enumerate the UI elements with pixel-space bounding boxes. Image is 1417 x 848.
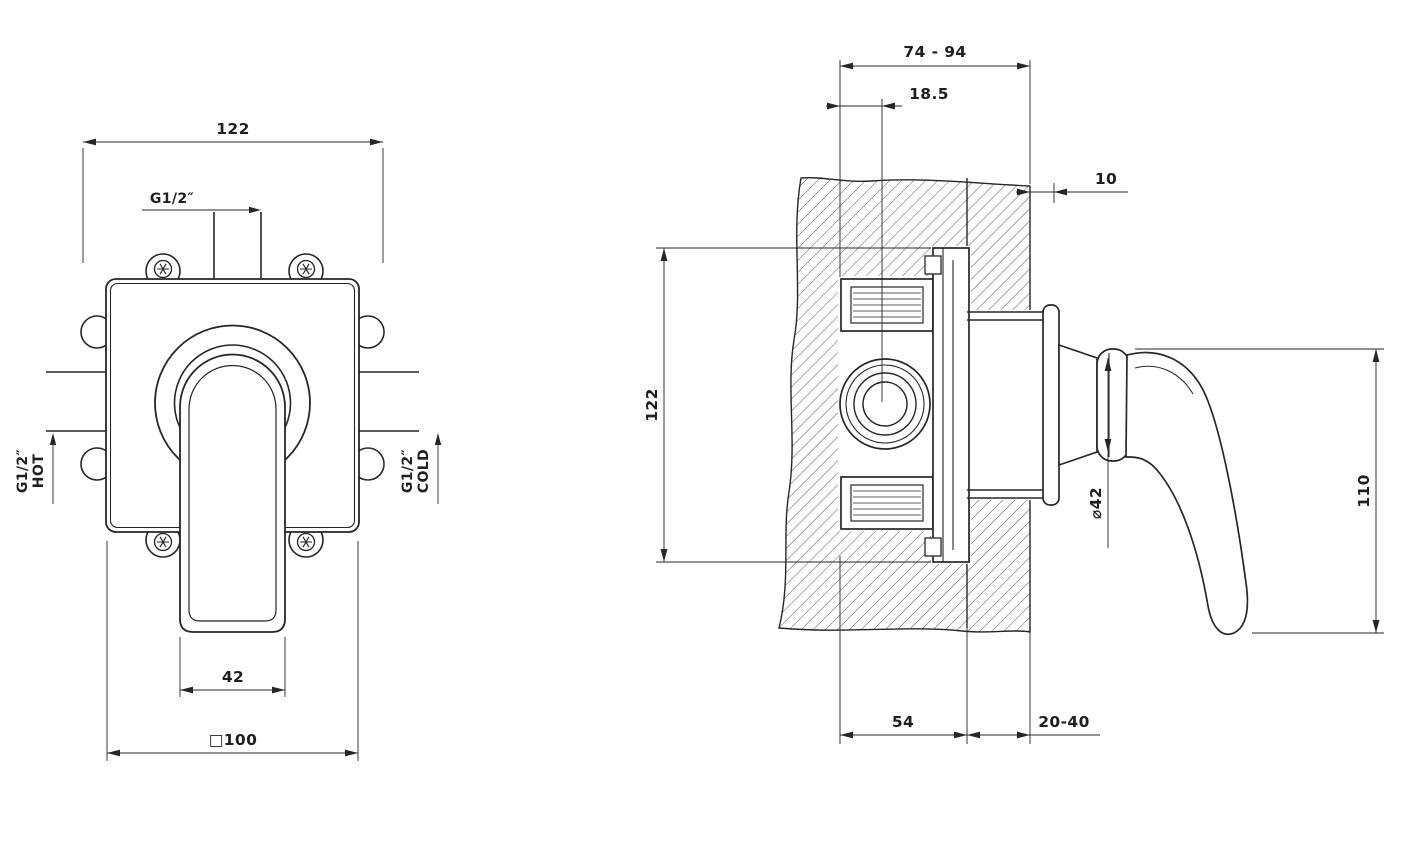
dim-body-height-label: 122 [643, 388, 661, 422]
valve-flange [924, 247, 970, 563]
dim-body-height: 122 [643, 247, 931, 563]
dim-lever-width-label: 42 [222, 668, 244, 686]
label-top-outlet: G1/2″ [142, 191, 261, 214]
side-view: 74 - 94 18.5 10 122 ⌀42 [643, 43, 1384, 744]
lever-handle-front [179, 353, 286, 633]
lever-handle-front-inner [188, 364, 277, 622]
dim-plate-projection-label: 10 [1095, 170, 1117, 188]
dim-hub-diameter-label: ⌀42 [1087, 487, 1105, 519]
front-view: 122 G1/2″ G1/2″ HOT G1/2″ COLD 42 [15, 120, 442, 761]
dim-center-offset-label: 18.5 [909, 85, 949, 103]
dim-finished-wall-range-label: 20-40 [1038, 713, 1090, 731]
dim-body-depth-label: 54 [892, 713, 914, 731]
dim-lever-drop: 110 [1135, 348, 1384, 634]
wall-sleeve [967, 311, 1045, 499]
dim-lever-drop-label: 110 [1355, 474, 1373, 508]
hot-thread-label: G1/2″ [15, 449, 31, 493]
dim-front-width: 122 [82, 120, 384, 263]
escutcheon-side-profile [1042, 304, 1060, 506]
label-hot-inlet: G1/2″ HOT [15, 433, 57, 504]
hot-word-label: HOT [31, 454, 47, 488]
top-outlet-stub [213, 212, 262, 279]
label-cold-inlet: G1/2″ COLD [400, 433, 442, 504]
cold-inlet-stub [359, 371, 419, 432]
dim-finished-wall-range: 20-40 [967, 632, 1100, 744]
screw-icons [153, 259, 316, 552]
dim-plate-size: □100 [106, 541, 359, 761]
cold-word-label: COLD [416, 449, 432, 493]
cold-thread-label: G1/2″ [400, 449, 416, 493]
dim-rough-in-range: 74 - 94 [839, 43, 1031, 277]
dim-center-offset: 18.5 [826, 85, 949, 402]
valve-top-lug [840, 278, 934, 332]
dim-body-depth: 54 [839, 556, 968, 744]
handle-hub [1096, 348, 1130, 462]
lever-handle-side [1125, 351, 1249, 636]
dim-rough-in-range-label: 74 - 94 [903, 43, 966, 61]
valve-outlet-port [839, 358, 931, 450]
valve-bottom-lug [840, 476, 934, 530]
handle-cone [1058, 343, 1098, 467]
dim-hub-diameter: ⌀42 [1087, 358, 1112, 548]
dim-plate-projection: 10 [1016, 170, 1128, 203]
top-outlet-thread-label: G1/2″ [150, 191, 194, 207]
hot-inlet-stub [46, 371, 106, 432]
dim-front-width-label: 122 [216, 120, 250, 138]
dim-plate-size-label: □100 [209, 731, 258, 749]
lever-handle-side-inner [1134, 365, 1194, 395]
dim-lever-width: 42 [179, 637, 286, 697]
